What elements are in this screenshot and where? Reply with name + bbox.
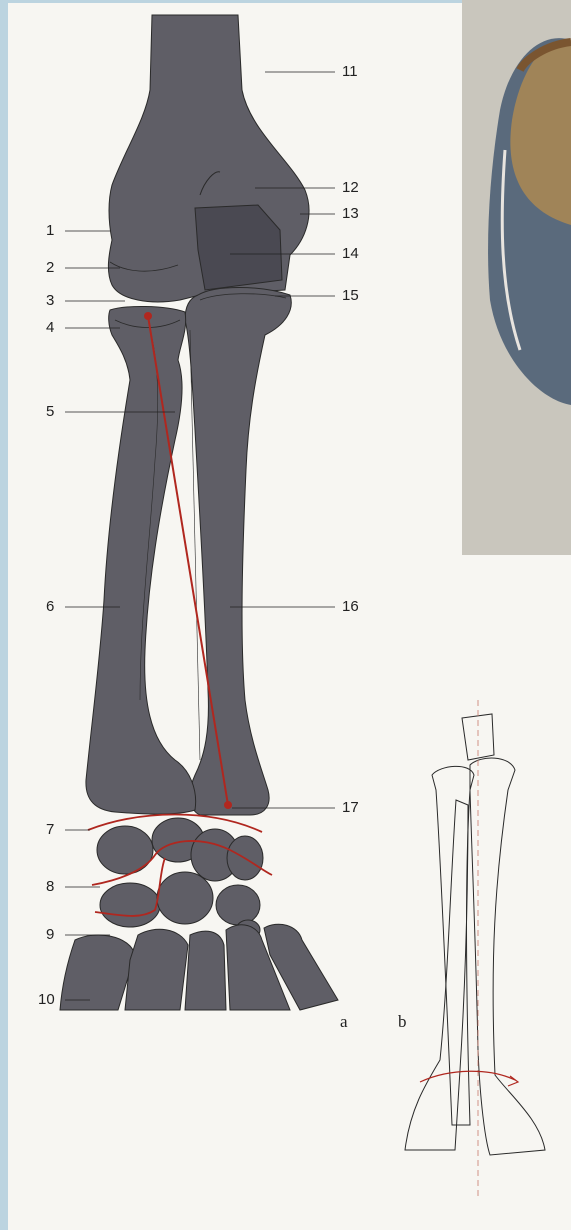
- radius: [86, 306, 196, 814]
- ulna: [185, 288, 291, 816]
- label-9: 9: [46, 927, 54, 943]
- label-17: 17: [342, 800, 359, 816]
- label-8: 8: [46, 879, 54, 895]
- panel-letter-b: b: [398, 1012, 407, 1032]
- label-16: 16: [342, 599, 359, 615]
- label-11: 11: [342, 64, 358, 80]
- label-2: 2: [46, 260, 54, 276]
- humerus: [108, 15, 309, 302]
- photo-inset: [462, 0, 571, 555]
- label-14: 14: [342, 246, 359, 262]
- label-1: 1: [46, 223, 54, 239]
- label-15: 15: [342, 288, 359, 304]
- label-12: 12: [342, 180, 359, 196]
- label-5: 5: [46, 404, 54, 420]
- label-13: 13: [342, 206, 359, 222]
- label-6: 6: [46, 599, 54, 615]
- metacarpal-bones: [60, 924, 338, 1010]
- label-7: 7: [46, 822, 54, 838]
- label-3: 3: [46, 293, 54, 309]
- carpal-bones: [97, 818, 263, 940]
- label-4: 4: [46, 320, 54, 336]
- panel-letter-a: a: [340, 1012, 348, 1032]
- panel-b-drawing: [405, 700, 545, 1200]
- label-10: 10: [38, 992, 55, 1008]
